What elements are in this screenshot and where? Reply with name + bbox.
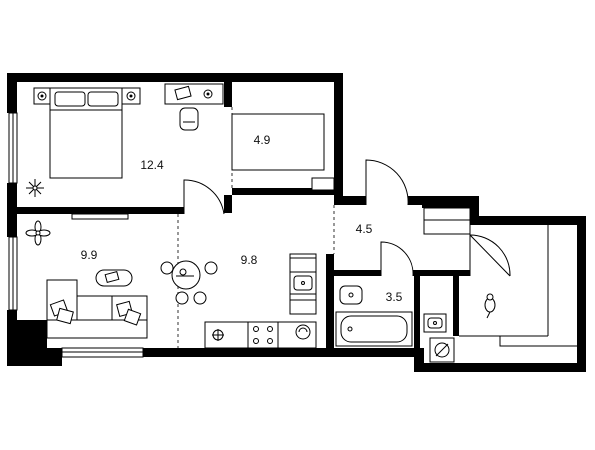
room-area-wardrobe: 4.9 — [254, 133, 271, 147]
kitchen-vent-icon — [212, 329, 224, 341]
room-area-bathroom: 3.5 — [386, 290, 403, 304]
coffee-table — [95, 269, 133, 287]
room-area-kitchen: 9.8 — [241, 253, 258, 267]
windows — [8, 112, 144, 358]
sofa-icon — [46, 279, 148, 339]
storage-room — [459, 225, 577, 347]
washing-machine-icon — [295, 324, 311, 340]
tv-stand — [71, 213, 129, 220]
room-area-bedroom: 12.4 — [140, 158, 164, 172]
plant-icon-living — [25, 220, 51, 246]
dining-table-icon — [160, 260, 218, 305]
room-area-living-room: 9.9 — [81, 248, 98, 262]
bed-icon — [49, 87, 123, 179]
bathtub-icon — [335, 311, 413, 347]
dishwasher — [289, 293, 317, 315]
doors — [183, 159, 511, 277]
bathroom-sink — [423, 313, 447, 333]
nightstand-left — [33, 87, 51, 105]
nightstand-right — [121, 87, 141, 105]
plant-icon — [26, 179, 44, 197]
toilet-icon — [339, 285, 363, 305]
walls — [7, 73, 586, 372]
stove-icon — [247, 321, 279, 349]
chair-icon — [179, 107, 199, 131]
room-area-hallway: 4.5 — [356, 222, 373, 236]
vent-icon — [429, 337, 455, 363]
mouse-icon — [484, 293, 496, 319]
sink-icon — [289, 271, 317, 295]
desk-icon — [164, 83, 224, 105]
wardrobe — [231, 113, 325, 171]
room-labels: 12.4 4.9 9.9 9.8 4.5 3.5 — [81, 133, 403, 304]
cabinet — [423, 207, 471, 235]
fridge — [289, 253, 317, 273]
